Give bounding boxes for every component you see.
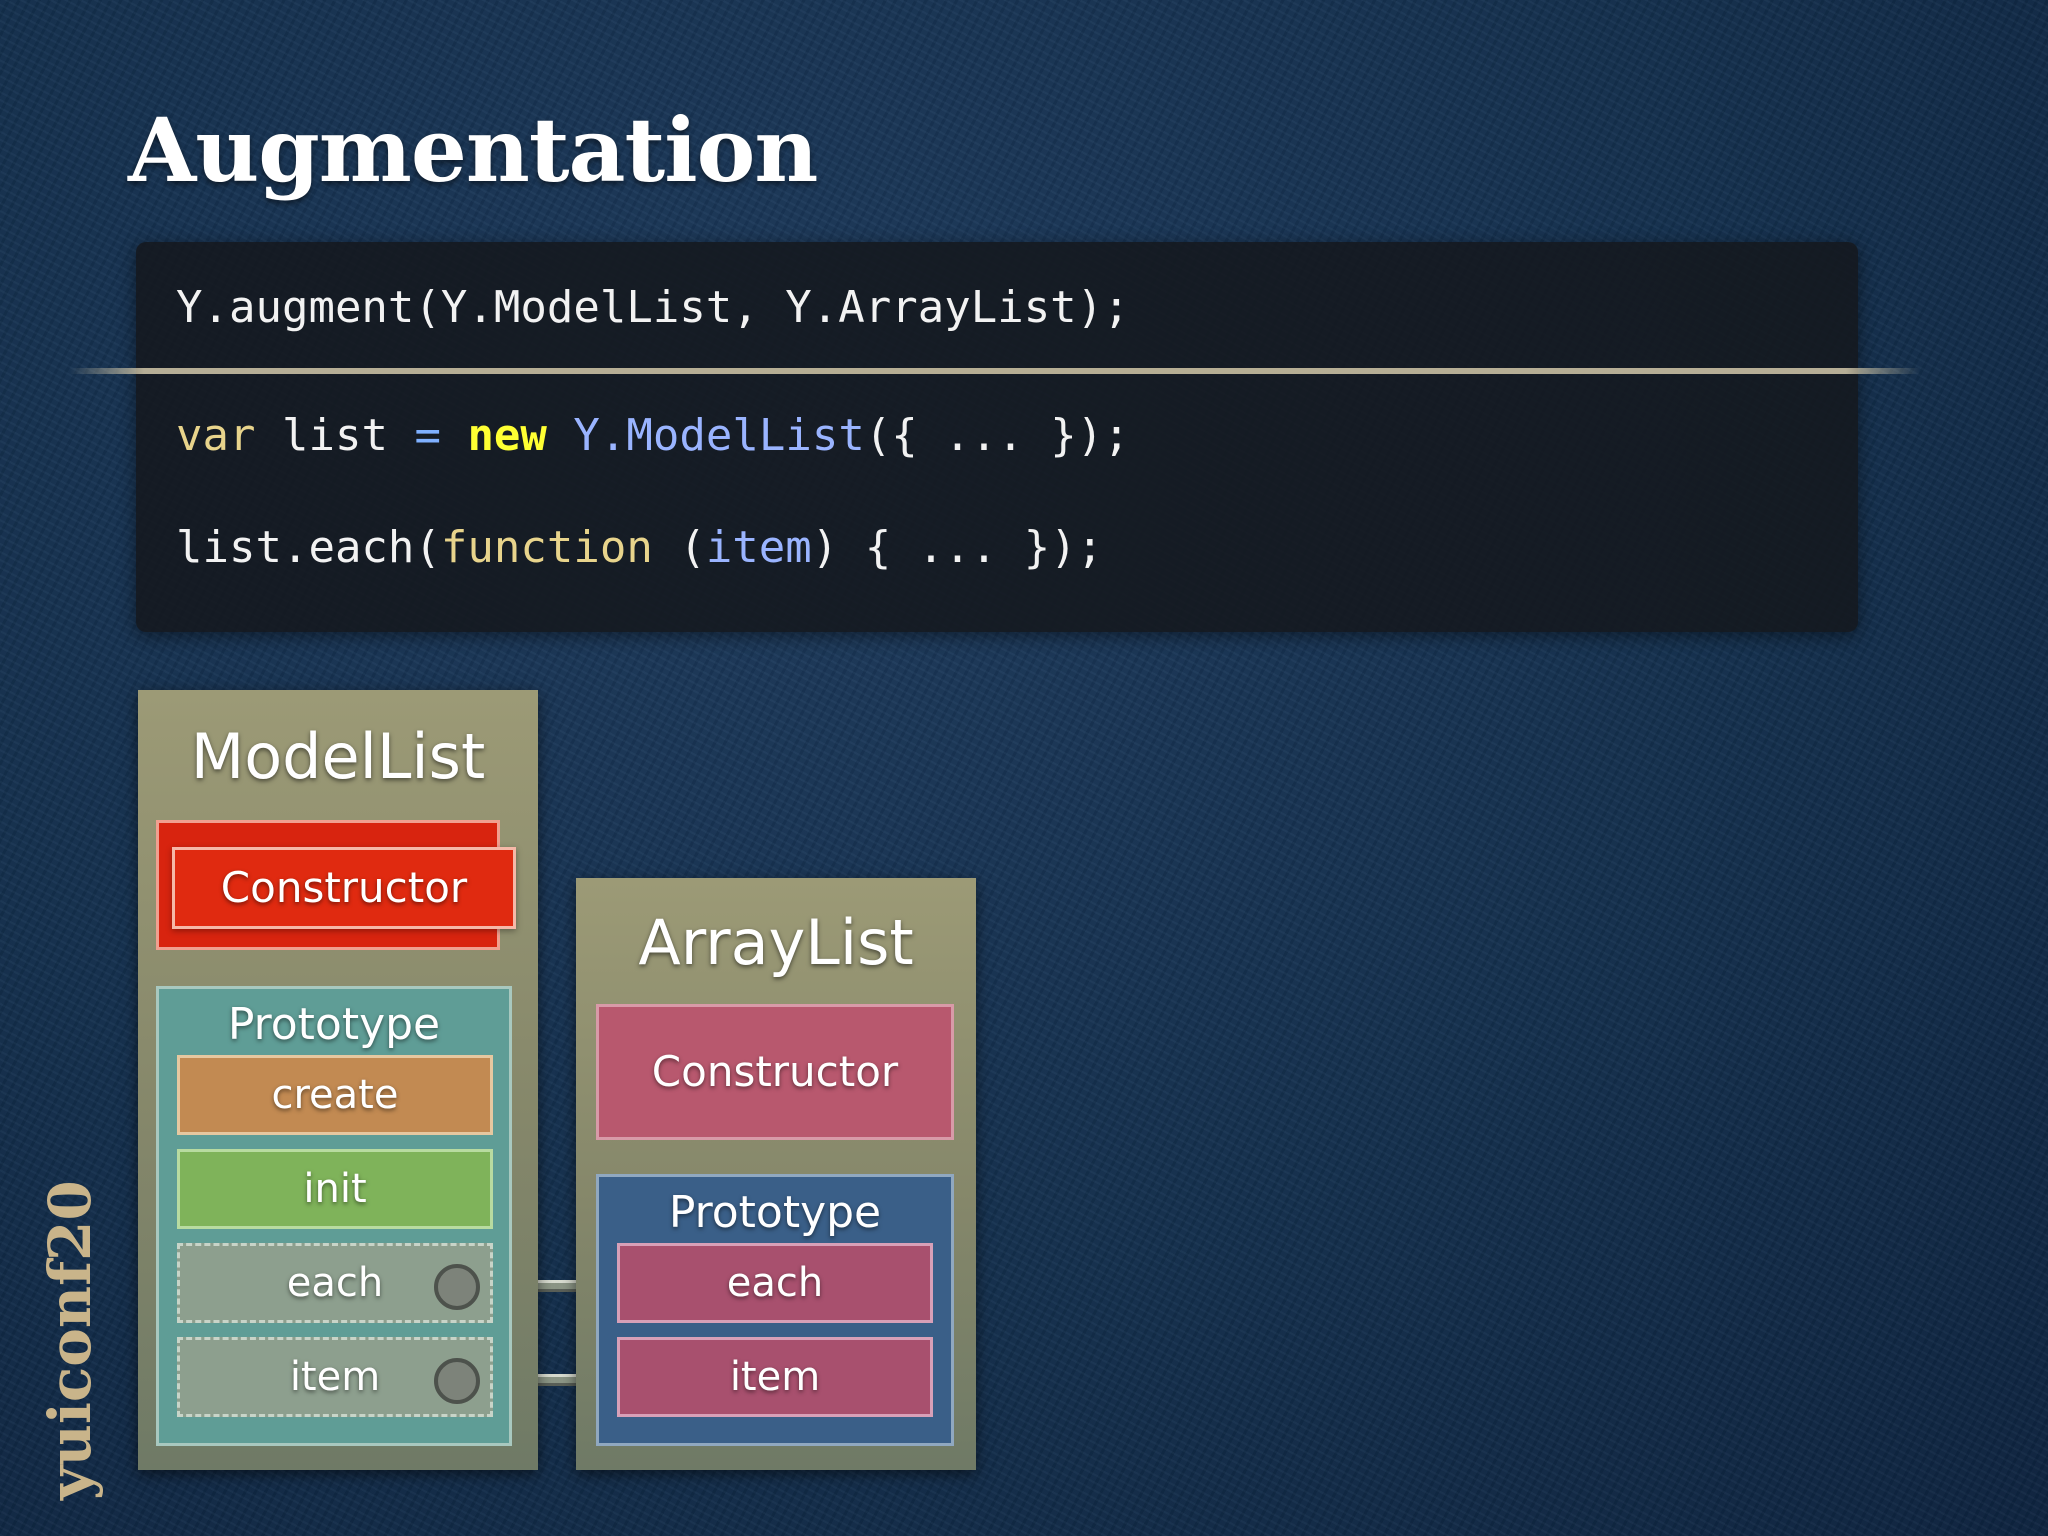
code-each-mid: ( <box>652 522 706 573</box>
yuiconf-logo: yuiconf2011 <box>36 1180 104 1501</box>
code-space <box>441 410 468 461</box>
code-each-end: ) { ... }); <box>811 522 1104 573</box>
connector-knob-each <box>434 1264 480 1310</box>
method-init: init <box>177 1149 493 1229</box>
connector-knob-item <box>434 1358 480 1404</box>
class-name: Y.ModelList <box>546 410 865 461</box>
arraylist-prototype: Prototype each item <box>596 1174 954 1446</box>
code-line-new-list: var list = new Y.ModelList({ ... }); <box>176 410 1130 461</box>
modellist-prototype-label: Prototype <box>227 999 441 1050</box>
code-line-each: list.each(function (item) { ... }); <box>176 522 1103 573</box>
arraylist-panel: ArrayList Constructor Prototype each ite… <box>576 878 976 1470</box>
code-line-augment: Y.augment(Y.ModelList, Y.ArrayList); <box>176 282 1130 333</box>
method-item: item <box>617 1337 933 1417</box>
divider-rule <box>70 368 1920 374</box>
keyword-new: new <box>467 410 547 461</box>
identifier-list: list <box>255 410 415 461</box>
arraylist-constructor: Constructor <box>596 1004 954 1140</box>
code-block: Y.augment(Y.ModelList, Y.ArrayList); var… <box>136 242 1858 632</box>
method-create: create <box>177 1055 493 1135</box>
keyword-var: var <box>176 410 256 461</box>
modellist-panel: ModelList Constructor Prototype create i… <box>138 690 538 1470</box>
code-each-start: list.each( <box>176 522 441 573</box>
yuiconf-logo-text: yuiconf2011 <box>36 1180 104 1501</box>
method-each: each <box>617 1243 933 1323</box>
modellist-prototype: Prototype create init each item <box>156 986 512 1446</box>
arraylist-prototype-label: Prototype <box>668 1187 882 1238</box>
modellist-constructor: Constructor <box>172 847 516 929</box>
param-item: item <box>705 522 812 573</box>
operator-assign: = <box>414 410 441 461</box>
modellist-title: ModelList <box>190 720 486 793</box>
slide-title: Augmentation <box>128 98 818 202</box>
keyword-function: function <box>440 522 653 573</box>
arraylist-title: ArrayList <box>638 906 914 979</box>
code-rest: ({ ... }); <box>864 410 1130 461</box>
